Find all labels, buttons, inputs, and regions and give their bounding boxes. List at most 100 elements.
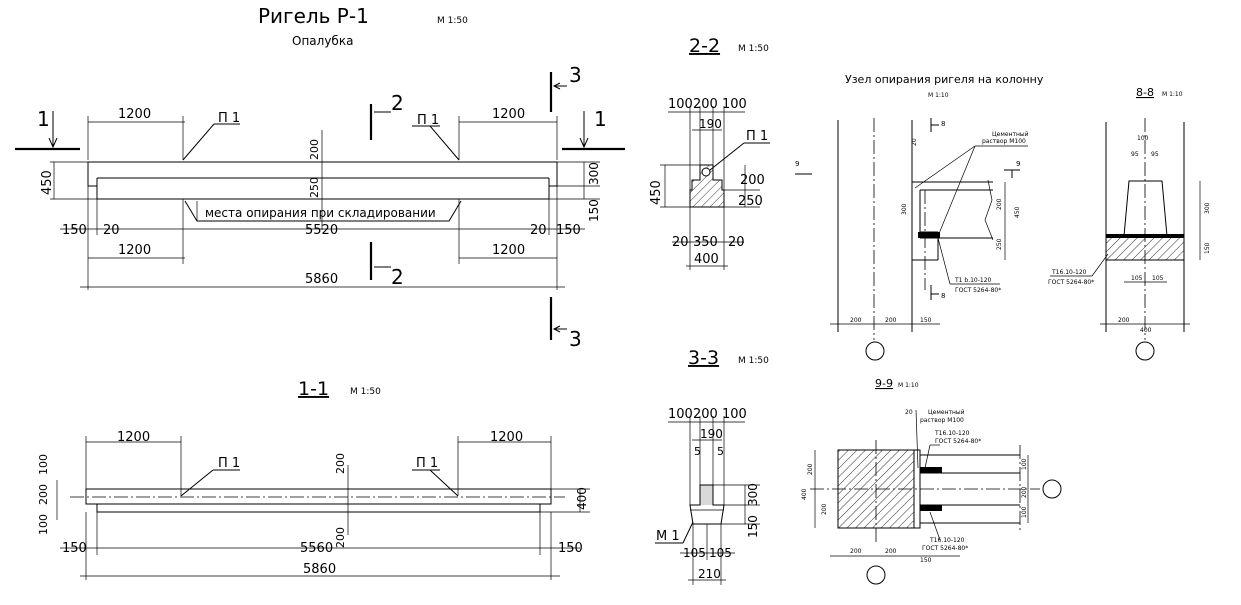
main-dim-1200-bottom-right: 1200	[492, 243, 525, 258]
section-1-1-scale: М 1:50	[350, 387, 381, 397]
main-dim-250-center: 250	[308, 177, 321, 198]
section-2-2-dim-250-right: 250	[738, 194, 763, 209]
node-dim-200-right: 200	[996, 198, 1003, 210]
section-8-8-scale: М 1:10	[1162, 91, 1183, 98]
node-dim-300: 300	[901, 203, 908, 215]
cut-2-top-label: 2	[391, 91, 404, 115]
section-9-9-mortar-line2: раствор М100	[920, 417, 964, 424]
section-9-9-gost-bottom: ГОСТ 5264-80*	[922, 545, 968, 552]
section-3-3: 3-3 М 1:50 М 1 100 200 100 190 5 5 300 1…	[655, 347, 769, 585]
section-2-2-dim-200: 200	[693, 97, 718, 112]
section-9-9-plate-top: Т16.10-120	[934, 430, 970, 437]
section-2-2-title: 2-2	[689, 35, 720, 57]
main-dim-150-right-vert: 150	[587, 199, 601, 222]
section-9-9-dim-400: 400	[801, 488, 808, 500]
section-3-3-dim-105-right: 105	[709, 546, 732, 560]
section-8-8-dim-150: 150	[1204, 242, 1211, 254]
p1-label-left: П 1	[218, 111, 240, 126]
node-dim-250: 250	[996, 238, 1003, 250]
section-3-3-dim-100-right: 100	[722, 407, 747, 422]
node-dim-20: 20	[911, 138, 918, 146]
section-1-1-dim-400: 400	[575, 487, 589, 510]
main-dim-450: 450	[40, 170, 55, 195]
section-2-2-dim-20-right: 20	[728, 235, 745, 250]
main-dim-150-left: 150	[62, 223, 87, 238]
section-1-1-p1-right: П 1	[416, 456, 438, 471]
section-2-2-dim-190: 190	[699, 117, 722, 131]
main-dim-1200-top-left: 1200	[118, 107, 151, 122]
cut-3-bottom-label: 3	[569, 327, 582, 351]
main-dim-5860: 5860	[305, 272, 338, 287]
section-1-1-dim-150-left: 150	[62, 541, 87, 556]
section-9-9: 9-9 М 1:10 20 Цементный раствор М100 Т16…	[801, 377, 1062, 585]
section-2-2-dim-400: 400	[694, 252, 719, 267]
main-dim-20-left: 20	[103, 223, 120, 238]
section-2-2-scale: М 1:50	[738, 44, 769, 54]
node-dim-150-bottom: 150	[920, 317, 932, 324]
main-dim-20-right: 20	[530, 223, 547, 238]
node-dim-200-bottom-mid: 200	[885, 317, 897, 324]
section-1-1-dim-200-center-bottom: 200	[334, 527, 347, 548]
section-3-3-dim-150: 150	[746, 515, 760, 538]
section-1-1-dim-200: 200	[37, 484, 50, 505]
support-note: места опирания при складировании	[205, 206, 436, 220]
main-dim-200-center: 200	[308, 139, 321, 160]
section-2-2-dim-350: 350	[693, 235, 718, 250]
section-3-3-dim-105-left: 105	[683, 546, 706, 560]
section-1-1: 1-1 М 1:50 П 1 П 1 1200 1200 100 200 100…	[37, 378, 590, 580]
section-2-2-dim-450: 450	[649, 180, 664, 205]
section-3-3-dim-210: 210	[698, 567, 721, 581]
section-2-2-dim-100-right: 100	[722, 97, 747, 112]
node-plate: Т1 b.10-120	[954, 277, 992, 284]
drawing-subtitle: Опалубка	[292, 34, 353, 48]
drawing-title-scale: М 1:50	[437, 16, 468, 26]
section-9-9-gost-top: ГОСТ 5264-80*	[935, 438, 981, 445]
section-1-1-dim-200-center-top: 200	[334, 453, 347, 474]
p1-label-right: П 1	[417, 113, 439, 128]
main-dim-1200-bottom-left: 1200	[118, 243, 151, 258]
cut-2-bottom-label: 2	[391, 265, 404, 289]
section-8-8-dim-95-right: 95	[1151, 151, 1159, 158]
section-3-3-m1: М 1	[656, 529, 680, 544]
section-3-3-dim-5-right: 5	[717, 445, 724, 458]
cut-1-right-label: 1	[594, 107, 607, 131]
section-3-3-dim-190: 190	[700, 427, 723, 441]
section-3-3-dim-5-left: 5	[694, 445, 701, 458]
section-3-3-dim-100-left: 100	[668, 407, 693, 422]
section-2-2-dim-20-left: 20	[672, 235, 689, 250]
main-dim-150-right: 150	[556, 223, 581, 238]
section-2-2-dim-200-right: 200	[740, 173, 765, 188]
section-9-9-scale: М 1:10	[898, 382, 919, 389]
section-8-8-dim-200: 200	[1118, 317, 1130, 324]
section-1-1-dim-100-bottom: 100	[37, 514, 50, 535]
drawing-title: Ригель Р-1	[258, 4, 369, 28]
section-8-8-gost: ГОСТ 5264-80*	[1048, 279, 1094, 286]
section-9-9-plate-bottom: Т16.10-120	[929, 537, 965, 544]
section-3-3-dim-200: 200	[693, 407, 718, 422]
section-8-8-dim-105-right: 105	[1152, 275, 1164, 282]
section-8-8-plate: Т16.10-120	[1051, 269, 1087, 276]
node-gost: ГОСТ 5264-80*	[955, 287, 1001, 294]
section-1-1-dim-150-right: 150	[558, 541, 583, 556]
section-3-3-scale: М 1:50	[738, 356, 769, 366]
section-1-1-dim-100-top: 100	[37, 454, 50, 475]
section-8-8-title: 8-8	[1136, 86, 1154, 99]
section-8-8-dim-300: 300	[1204, 202, 1211, 214]
section-2-2-p1: П 1	[746, 129, 768, 144]
section-3-3-dim-300: 300	[746, 483, 760, 506]
node-mortar-line2: раствор М100	[982, 138, 1026, 145]
section-1-1-dim-5860: 5860	[303, 562, 336, 577]
section-1-1-title: 1-1	[298, 378, 329, 400]
main-dim-5520: 5520	[305, 223, 338, 238]
main-view: 1 1 2 2 3 3 П 1 П 1	[15, 63, 625, 351]
section-1-1-p1-left: П 1	[218, 456, 240, 471]
section-8-8-dim-95-left: 95	[1131, 151, 1139, 158]
node-dim-200-bottom-left: 200	[850, 317, 862, 324]
section-2-2-dim-100-left: 100	[668, 97, 693, 112]
section-9-9-mortar-line1: Цементный	[928, 409, 965, 416]
node-mortar-line1: Цементный	[992, 131, 1029, 138]
section-9-9-dim-200-right: 200	[1021, 486, 1028, 498]
node-cut-8-top: 8	[941, 120, 945, 128]
section-9-9-dim-200-bottom-mid: 200	[885, 548, 897, 555]
